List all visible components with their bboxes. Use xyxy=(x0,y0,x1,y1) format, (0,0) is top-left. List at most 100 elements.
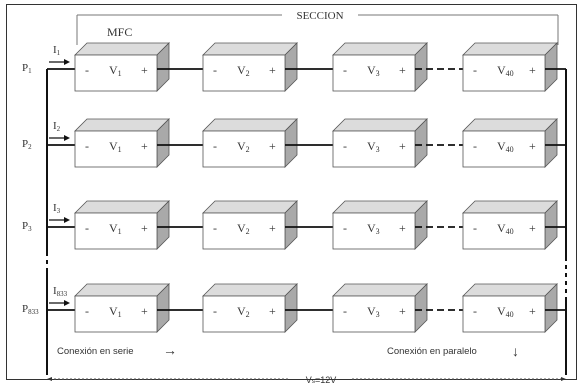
mfc-cell: -V40+ xyxy=(462,42,558,92)
cell-front-face xyxy=(74,54,158,92)
cell-plus: + xyxy=(399,63,406,77)
row-p-label: P3 xyxy=(22,220,32,233)
cell-front-face xyxy=(462,212,546,250)
mfc-cell: - V40 + xyxy=(462,283,558,333)
cell-plus: + xyxy=(269,139,276,153)
parallel-arrow: ↓ xyxy=(512,343,519,359)
cell-plus: + xyxy=(141,304,148,318)
cell-voltage-label: V3 xyxy=(367,139,380,154)
mfc-cell: -V2+ xyxy=(202,200,298,250)
cell-voltage-label: V40 xyxy=(497,221,514,236)
cell-minus: - xyxy=(343,139,347,153)
cell-voltage-label: V3 xyxy=(367,63,380,78)
cell-minus: - xyxy=(473,139,477,153)
cell-minus: - xyxy=(473,63,477,77)
mfc-cell: - V40 + xyxy=(462,200,558,250)
current-arrow-head xyxy=(64,135,70,141)
cell-front-face xyxy=(74,295,158,333)
cell-front-face xyxy=(332,212,416,250)
cell-plus: + xyxy=(141,221,148,235)
mfc-cell: -V3+ xyxy=(332,283,428,333)
cell-top-face xyxy=(462,200,558,214)
current-arrow-head xyxy=(64,59,70,65)
cell-plus: + xyxy=(529,139,536,153)
cell-voltage-label: V40 xyxy=(497,304,514,319)
cell-front-face xyxy=(462,295,546,333)
mfc-cell: -V3+ xyxy=(332,200,428,250)
cell-top-face xyxy=(462,118,558,132)
cell-front-face xyxy=(332,295,416,333)
cell-minus: - xyxy=(85,304,89,318)
voltage-arrow-right xyxy=(561,377,566,381)
section-label: SECCION xyxy=(296,10,343,22)
cell-minus: - xyxy=(343,63,347,77)
cell-voltage-label: V1 xyxy=(109,221,122,236)
row-p-label: P2 xyxy=(22,138,32,151)
cell-plus: + xyxy=(529,304,536,318)
mfc-cell: - V3 + xyxy=(332,42,428,92)
cell-plus: + xyxy=(269,63,276,77)
cell-minus: - xyxy=(473,304,477,318)
row-i-label: I3 xyxy=(53,202,61,215)
mfc-cell: - V2 + xyxy=(202,118,298,168)
cell-plus: + xyxy=(399,221,406,235)
mfc-cell: -V3+ xyxy=(332,118,428,168)
cell-voltage-label: V1 xyxy=(109,139,122,154)
parallel-label: Conexión en paralelo xyxy=(387,346,477,357)
cell-top-face xyxy=(202,42,298,56)
cell-minus: - xyxy=(213,63,217,77)
cell-top-face xyxy=(332,283,428,297)
cell-front-face xyxy=(462,130,546,168)
cell-top-face xyxy=(74,118,170,132)
cell-minus: - xyxy=(213,139,217,153)
row-p-label: P833 xyxy=(22,303,39,316)
cell-top-face xyxy=(74,42,170,56)
mfc-label: MFC xyxy=(107,25,132,39)
cell-front-face xyxy=(332,130,416,168)
cell-voltage-label: V2 xyxy=(237,139,250,154)
mfc-cell: -V40+ xyxy=(462,118,558,168)
series-arrow: → xyxy=(163,342,177,358)
cell-plus: + xyxy=(141,63,148,77)
cell-plus: + xyxy=(269,304,276,318)
cell-plus: + xyxy=(141,139,148,153)
cell-front-face xyxy=(74,130,158,168)
cell-plus: + xyxy=(269,221,276,235)
cell-top-face xyxy=(332,118,428,132)
cell-front-face xyxy=(74,212,158,250)
cell-front-face xyxy=(202,54,286,92)
current-arrow-head xyxy=(64,300,70,306)
cell-minus: - xyxy=(85,63,89,77)
current-arrow-head xyxy=(64,217,70,223)
row-i-label: I833 xyxy=(53,285,68,298)
row-p-label: P1 xyxy=(22,62,32,75)
cell-plus: + xyxy=(399,304,406,318)
cell-plus: + xyxy=(529,221,536,235)
cell-minus: - xyxy=(343,304,347,318)
cell-minus: - xyxy=(473,221,477,235)
cell-voltage-label: V2 xyxy=(237,221,250,236)
cell-voltage-label: V2 xyxy=(237,304,250,319)
cell-plus: + xyxy=(529,63,536,77)
cell-front-face xyxy=(332,54,416,92)
cell-front-face xyxy=(202,130,286,168)
cell-top-face xyxy=(332,200,428,214)
series-label: Conexión en serie xyxy=(57,346,134,357)
mfc-cell: -V2+ xyxy=(202,283,298,333)
cell-top-face xyxy=(332,42,428,56)
outer-frame xyxy=(6,4,577,380)
cell-minus: - xyxy=(85,221,89,235)
cell-top-face xyxy=(462,283,558,297)
rows-layer: P1I1-V1+-V2+-V3+-V40+P2I2-V1+-V2+-V3+-V4… xyxy=(22,42,566,333)
cell-voltage-label: V3 xyxy=(367,221,380,236)
voltage-arrow-left xyxy=(47,377,52,381)
cell-voltage-label: V1 xyxy=(109,304,122,319)
cell-front-face xyxy=(202,212,286,250)
cell-voltage-label: V2 xyxy=(237,63,250,78)
